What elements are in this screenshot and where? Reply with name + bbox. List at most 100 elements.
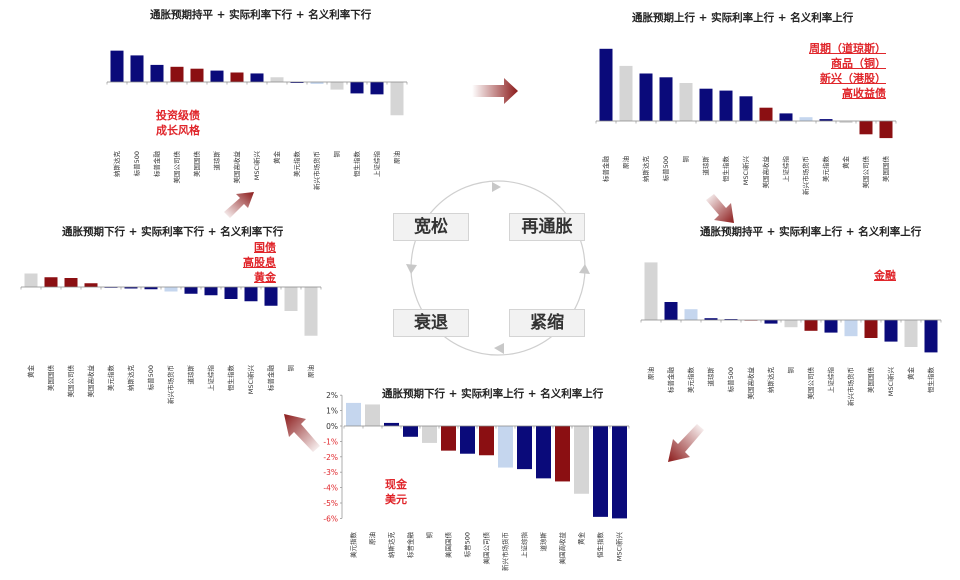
x-tick-label: 美国公司债 — [66, 365, 75, 398]
x-tick-label: 道琼斯 — [186, 365, 195, 385]
bar-新兴市场货币 — [164, 287, 178, 292]
x-tick-label: 黄金 — [272, 151, 281, 165]
y-tick-label: -2% — [323, 453, 338, 462]
chart-title-top-right: 通胀预期上行 + 实际利率上行 + 名义利率上行 — [632, 12, 854, 24]
x-tick-label: 纳斯达克 — [387, 532, 396, 559]
note-top-right: 周期（道琼斯） 商品（铜） 新兴（港股） 高收益债 — [809, 41, 886, 101]
x-tick-label: 原油 — [368, 532, 377, 545]
bar-上证综指 — [779, 113, 793, 121]
bar-美国公司债 — [479, 426, 494, 456]
bar-原油 — [365, 404, 380, 426]
x-tick-label: 标普金融 — [266, 365, 275, 392]
y-tick-label: -1% — [323, 437, 338, 446]
bar-纳斯达克 — [639, 73, 653, 121]
note-line: 高收益债 — [842, 87, 886, 100]
bar-原油 — [619, 65, 633, 121]
regime-recession[interactable]: 衰退 — [393, 309, 469, 337]
bar-纳斯达克 — [110, 50, 124, 82]
x-tick-label: MSCI新兴 — [246, 365, 255, 395]
y-tick-label: 2% — [326, 391, 338, 400]
regime-tightening[interactable]: 紧缩 — [509, 309, 585, 337]
x-tick-label: 美国国债 — [881, 156, 890, 183]
regime-easing[interactable]: 宽松 — [393, 213, 469, 241]
bar-美国国债 — [879, 121, 893, 139]
bar-铜 — [284, 287, 298, 311]
x-tick-label: 美元指数 — [106, 365, 115, 392]
bar-chart-bottom: 2%1%0%-1%-2%-3%-4%-5%-6%美元指数原油纳斯达克标普金融铜美… — [323, 391, 630, 571]
bar-黄金 — [839, 121, 853, 123]
arrow-bottom-to-middle-left — [284, 414, 320, 452]
x-tick-label: 原油 — [306, 365, 315, 378]
bar-上证综指 — [517, 426, 532, 470]
bar-美元指数 — [819, 119, 833, 121]
note-top-left: 投资级债 成长风格 — [156, 108, 200, 138]
bar-标普金融 — [264, 287, 278, 306]
y-tick-label: -3% — [323, 468, 338, 477]
x-tick-label: 美元指数 — [292, 151, 301, 178]
arrow-top-left-to-top-right — [472, 78, 518, 104]
bar-黄金 — [574, 426, 589, 494]
x-tick-label: 上证综指 — [206, 365, 215, 392]
bar-恒生指数 — [224, 287, 238, 299]
x-tick-label: 美国国债 — [866, 367, 875, 394]
x-tick-label: MSCI新兴 — [252, 151, 261, 181]
x-tick-label: 铜 — [332, 151, 341, 158]
y-tick-label: 1% — [326, 407, 338, 416]
x-tick-label: 纳斯达克 — [126, 365, 135, 392]
y-tick-label: -5% — [323, 499, 338, 508]
x-tick-label: 美国高收益 — [86, 365, 95, 398]
note-middle-right: 金融 — [874, 268, 896, 283]
bar-黄金 — [270, 77, 284, 82]
bar-美元指数 — [684, 309, 698, 320]
bar-美元指数 — [290, 82, 304, 83]
y-tick-label: -6% — [323, 514, 338, 523]
x-tick-label: 道琼斯 — [539, 532, 548, 552]
x-tick-label: 原油 — [621, 156, 630, 169]
bar-标普金融 — [599, 48, 613, 121]
x-tick-label: 标普金融 — [601, 156, 610, 183]
regime-reflation[interactable]: 再通胀 — [509, 213, 585, 241]
x-tick-label: 纳斯达克 — [112, 151, 121, 178]
x-tick-label: 恒生指数 — [926, 367, 935, 394]
bar-恒生指数 — [593, 426, 608, 517]
note-bottom: 现金 美元 — [385, 477, 407, 507]
x-tick-label: 美国国债 — [46, 365, 55, 392]
x-tick-label: 铜 — [786, 367, 795, 374]
cycle-arrowhead-bottom — [494, 343, 504, 354]
note-line: 高股息 — [243, 256, 276, 269]
bar-标普500 — [724, 319, 738, 320]
bar-美国公司债 — [170, 66, 184, 82]
bar-MSCI新兴 — [250, 73, 264, 82]
bar-铜 — [784, 320, 798, 328]
x-tick-label: 纳斯达克 — [641, 156, 650, 183]
x-tick-label: 恒生指数 — [226, 365, 235, 392]
x-tick-label: 上证综指 — [520, 532, 529, 559]
x-tick-label: 新兴市场货币 — [801, 156, 810, 195]
note-line: 成长风格 — [156, 124, 200, 137]
bar-道琼斯 — [699, 88, 713, 121]
bar-恒生指数 — [924, 320, 938, 353]
bar-道琼斯 — [704, 318, 718, 320]
x-tick-label: 美国国债 — [192, 151, 201, 178]
x-tick-label: 道琼斯 — [706, 367, 715, 387]
bar-美元指数 — [346, 402, 361, 426]
bar-恒生指数 — [350, 82, 364, 94]
bar-纳斯达克 — [764, 320, 778, 324]
x-tick-label: 黄金 — [26, 365, 35, 379]
bar-道琼斯 — [210, 70, 224, 82]
x-tick-label: 美国高收益 — [558, 532, 567, 565]
arrow-middle-left-to-top-left — [224, 192, 254, 218]
chart-title-middle-left: 通胀预期下行 + 实际利率下行 + 名义利率下行 — [62, 226, 284, 238]
x-tick-label: 标普500 — [661, 156, 670, 181]
bar-上证综指 — [824, 320, 838, 333]
x-tick-label: 黄金 — [841, 156, 850, 170]
x-tick-label: 新兴市场货币 — [312, 151, 321, 190]
cycle-circle — [406, 180, 590, 356]
note-line: 现金 — [385, 478, 407, 491]
x-tick-label: 美元指数 — [686, 367, 695, 394]
note-line: 黄金 — [254, 271, 276, 284]
cycle-arrowhead-left — [406, 264, 417, 274]
bar-美国高收益 — [555, 426, 570, 482]
note-line: 国债 — [254, 241, 276, 254]
